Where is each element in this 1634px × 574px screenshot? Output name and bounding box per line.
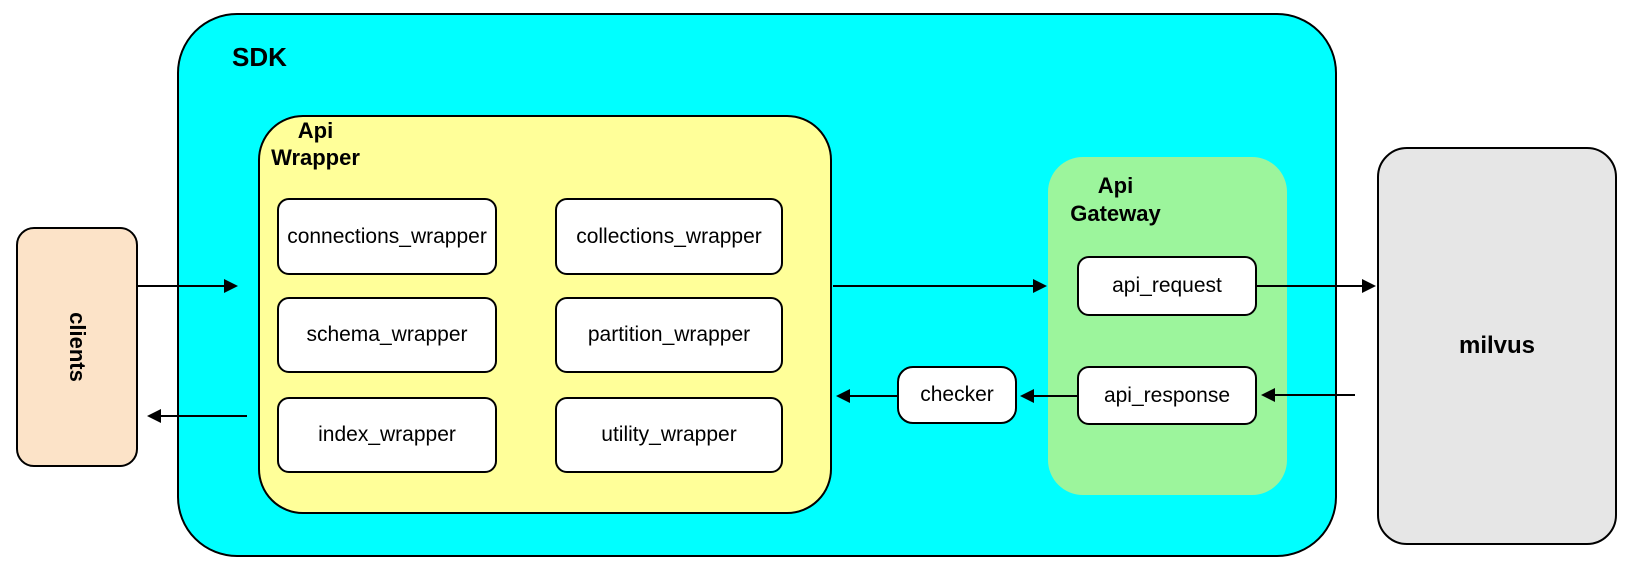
clients-label: clients [64,312,90,382]
api-gateway-title-line1: Api [1097,173,1134,198]
api-gateway-title-line2: Gateway [1070,201,1161,226]
api-wrapper-title-line1: Api [297,118,334,143]
arrow-head-left-icon [1261,388,1275,402]
milvus-box: milvus [1377,147,1617,545]
arrow-head-left-icon [147,409,161,423]
sdk-label: SDK [232,42,287,72]
arrow-line [1034,395,1077,397]
arrow-line [161,415,247,417]
arrow-line [1275,394,1355,396]
arrow-line [1257,285,1362,287]
api-response-box: api_response [1077,366,1257,425]
api-wrapper-title: Api Wrapper [258,117,373,171]
utility-wrapper-box: utility_wrapper [555,397,783,473]
arrow-head-right-icon [224,279,238,293]
arrow-head-right-icon [1033,279,1047,293]
collections-wrapper-box: collections_wrapper [555,198,783,275]
index-wrapper-box: index_wrapper [277,397,497,473]
arrow-head-right-icon [1362,279,1376,293]
arrow-head-left-icon [836,389,850,403]
api-wrapper-title-line2: Wrapper [271,145,360,170]
connections-wrapper-box: connections_wrapper [277,198,497,275]
api-request-box: api_request [1077,256,1257,316]
partition-wrapper-box: partition_wrapper [555,297,783,373]
schema-wrapper-box: schema_wrapper [277,297,497,373]
arrow-line [138,285,224,287]
arrow-line [850,395,897,397]
milvus-label: milvus [1458,332,1536,359]
checker-box: checker [897,366,1017,424]
arrow-head-left-icon [1020,389,1034,403]
clients-box: clients [16,227,138,467]
arrow-line [833,285,1033,287]
api-gateway-title: Api Gateway [1048,172,1183,228]
api-gateway-container [1048,157,1287,495]
